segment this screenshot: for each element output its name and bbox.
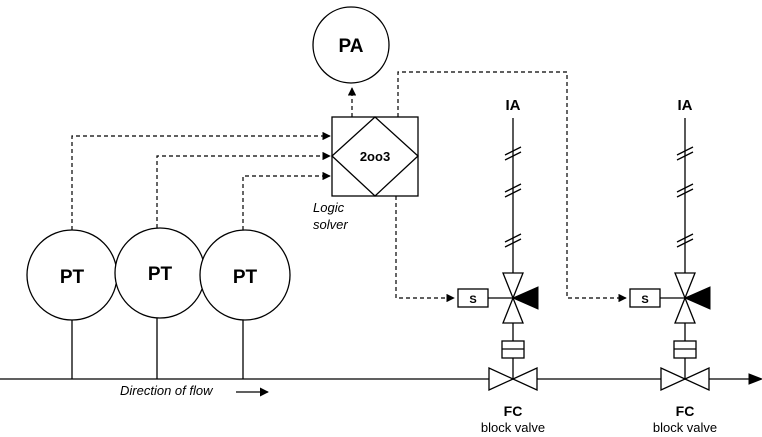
direction-of-flow-label: Direction of flow — [120, 383, 214, 398]
output-signal-valve1 — [395, 196, 455, 303]
pa-alarm: PA — [312, 6, 390, 84]
logic-solver-label-line2: solver — [313, 217, 348, 232]
pt2-label: PT — [148, 264, 173, 285]
pa-label: PA — [339, 36, 364, 57]
output-signal-valve2 — [397, 71, 627, 303]
solenoid-2-label: S — [641, 294, 648, 306]
block-valve-label-1: block valve — [481, 420, 545, 435]
block-valve-2 — [660, 366, 687, 392]
pt3-label: PT — [233, 267, 258, 288]
fc-label-2: FC — [676, 403, 695, 419]
solenoid-1 — [457, 288, 489, 308]
valve-assembly-1: IA S FC block valve — [457, 97, 545, 435]
valve-assembly-2: IA S FC block valve — [629, 97, 717, 435]
pt1-label: PT — [60, 267, 85, 288]
block-valve-1 — [488, 366, 515, 392]
pt1-signal-line — [71, 131, 331, 230]
voter-label: 2oo3 — [360, 149, 390, 164]
fc-label-1: FC — [504, 403, 523, 419]
ia-label-2: IA — [678, 97, 693, 114]
logic-solver-label-line1: Logic — [313, 200, 345, 215]
ia-label-1: IA — [506, 97, 521, 114]
pt3-signal-line — [242, 171, 331, 230]
solenoid-1-label: S — [469, 294, 476, 306]
solenoid-2 — [629, 288, 661, 308]
pt2-signal-line — [156, 151, 331, 228]
pt2-transmitter: PT — [114, 227, 206, 319]
logic-solver: 2oo3 — [331, 116, 419, 197]
block-valve-label-2: block valve — [653, 420, 717, 435]
process-line-arrow — [748, 373, 762, 385]
pt3-transmitter: PT — [199, 229, 291, 321]
pt1-transmitter: PT — [26, 229, 118, 321]
